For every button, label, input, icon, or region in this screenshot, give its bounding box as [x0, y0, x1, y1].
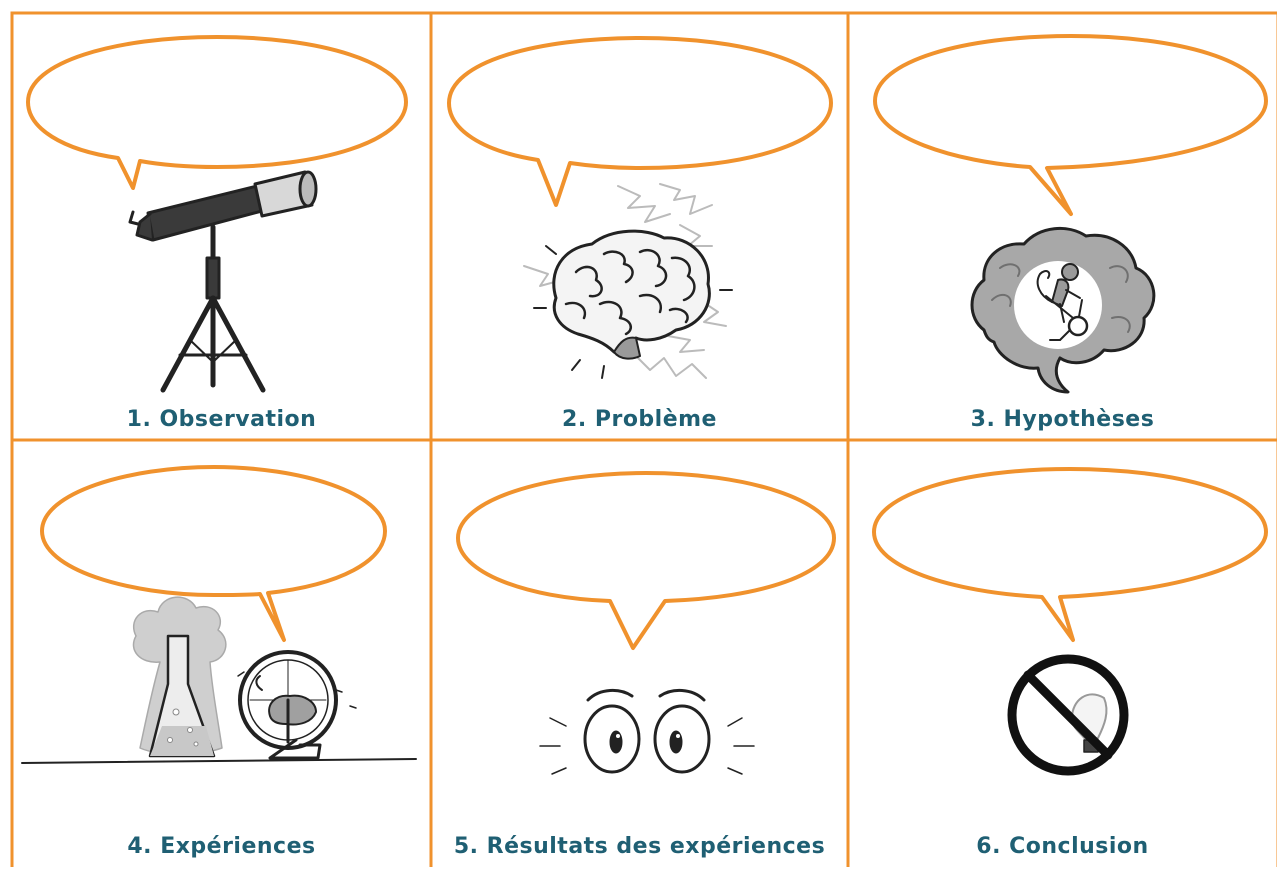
speech-bubble-3: [873, 34, 1268, 216]
caption-observation: 1. Observation: [126, 407, 317, 432]
brain-icon: [523, 183, 733, 379]
caption-hypotheses: 3. Hypothèses: [970, 407, 1155, 432]
speech-bubble-2: [447, 36, 833, 207]
caption-probleme: 2. Problème: [562, 407, 717, 432]
surprised-eyes-icon: [539, 689, 755, 775]
speech-bubble-6: [872, 467, 1268, 642]
flask-and-hamster-wheel-icon: [21, 596, 417, 764]
caption-conclusion: 6. Conclusion: [976, 834, 1149, 859]
caption-experiences: 4. Expériences: [127, 834, 316, 859]
speech-bubble-1: [26, 35, 408, 190]
caption-resultats: 5. Résultats des expériences: [453, 834, 826, 859]
brain-monkey-bike-icon: [970, 226, 1156, 394]
telescope-icon: [128, 170, 318, 393]
no-lightbulb-icon: [1007, 654, 1129, 776]
speech-bubble-4: [40, 465, 387, 642]
speech-bubble-5: [456, 471, 836, 650]
